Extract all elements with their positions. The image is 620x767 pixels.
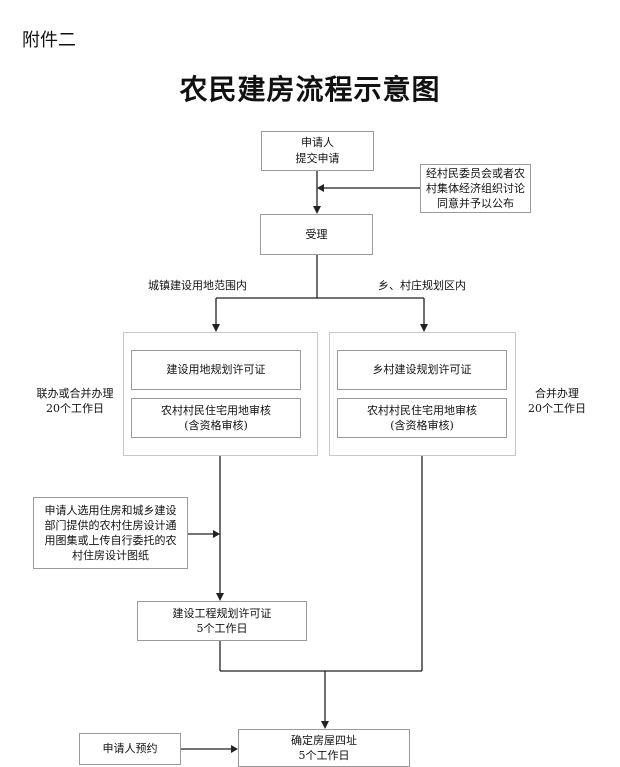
apply-line-2: 提交申请 — [295, 152, 340, 165]
village-line-2: 村集体经济组织讨论 — [426, 182, 525, 195]
eng-permit-line-2: 5个工作日 — [196, 622, 248, 635]
appointment-label: 申请人预约 — [102, 742, 158, 755]
accept-label: 受理 — [305, 227, 328, 241]
right-note-line-2: 20个工作日 — [528, 402, 586, 415]
annex-label: 附件二 — [22, 30, 76, 51]
rural-planning-permit-label: 乡村建设规划许可证 — [372, 363, 472, 376]
appointment-box: 申请人预约 — [79, 733, 181, 765]
engineering-permit-box: 建设工程规划许可证 5个工作日 — [137, 601, 307, 641]
right-note-line-1: 合并办理 — [535, 387, 579, 400]
eng-permit-line-1: 建设工程规划许可证 — [172, 607, 272, 620]
land-use-permit-box: 建设用地规划许可证 — [131, 350, 301, 390]
rural-review-line-1: 农村村民住宅用地审核 — [367, 404, 477, 417]
village-line-1: 经村民委员会或者农 — [426, 167, 525, 180]
rural-homestead-review-box: 农村村民住宅用地审核 (含资格审核) — [337, 398, 507, 438]
branch-left-label: 城镇建设用地范围内 — [148, 279, 247, 292]
urban-homestead-review-box: 农村村民住宅用地审核 (含资格审核) — [131, 398, 301, 438]
design-line-4: 村住房设计图纸 — [72, 549, 149, 562]
design-line-2: 部门提供的农村住房设计通 — [44, 519, 177, 532]
design-line-1: 申请人选用住房和城乡建设 — [44, 504, 177, 517]
confirm-line-2: 5个工作日 — [298, 749, 350, 762]
apply-line-1: 申请人 — [301, 136, 334, 149]
rural-planning-permit-box: 乡村建设规划许可证 — [337, 350, 507, 390]
confirm-line-1: 确定房屋四址 — [291, 734, 357, 747]
rural-review-line-2: (含资格审核) — [390, 419, 454, 432]
design-drawings-box: 申请人选用住房和城乡建设 部门提供的农村住房设计通 用图集或上传自行委托的农 村… — [33, 497, 188, 569]
urban-review-line-1: 农村村民住宅用地审核 — [161, 404, 271, 417]
village-line-3: 同意并予以公布 — [437, 197, 514, 210]
village-approval-box: 经村民委员会或者农 村集体经济组织讨论 同意并予以公布 — [420, 164, 531, 213]
land-use-permit-label: 建设用地规划许可证 — [166, 363, 266, 376]
right-time-note: 合并办理 20个工作日 — [522, 386, 592, 416]
left-time-note: 联办或合并办理 20个工作日 — [30, 386, 120, 416]
branch-right-label: 乡、村庄规划区内 — [378, 279, 466, 292]
left-note-line-1: 联办或合并办理 — [36, 387, 114, 400]
submit-application-box: 申请人 提交申请 — [261, 131, 374, 171]
left-note-line-2: 20个工作日 — [46, 402, 104, 415]
design-line-3: 用图集或上传自行委托的农 — [44, 534, 177, 547]
accept-box: 受理 — [260, 214, 373, 255]
page-title: 农民建房流程示意图 — [179, 73, 441, 106]
urban-review-line-2: (含资格审核) — [184, 419, 248, 432]
confirm-boundaries-box: 确定房屋四址 5个工作日 — [238, 729, 410, 767]
